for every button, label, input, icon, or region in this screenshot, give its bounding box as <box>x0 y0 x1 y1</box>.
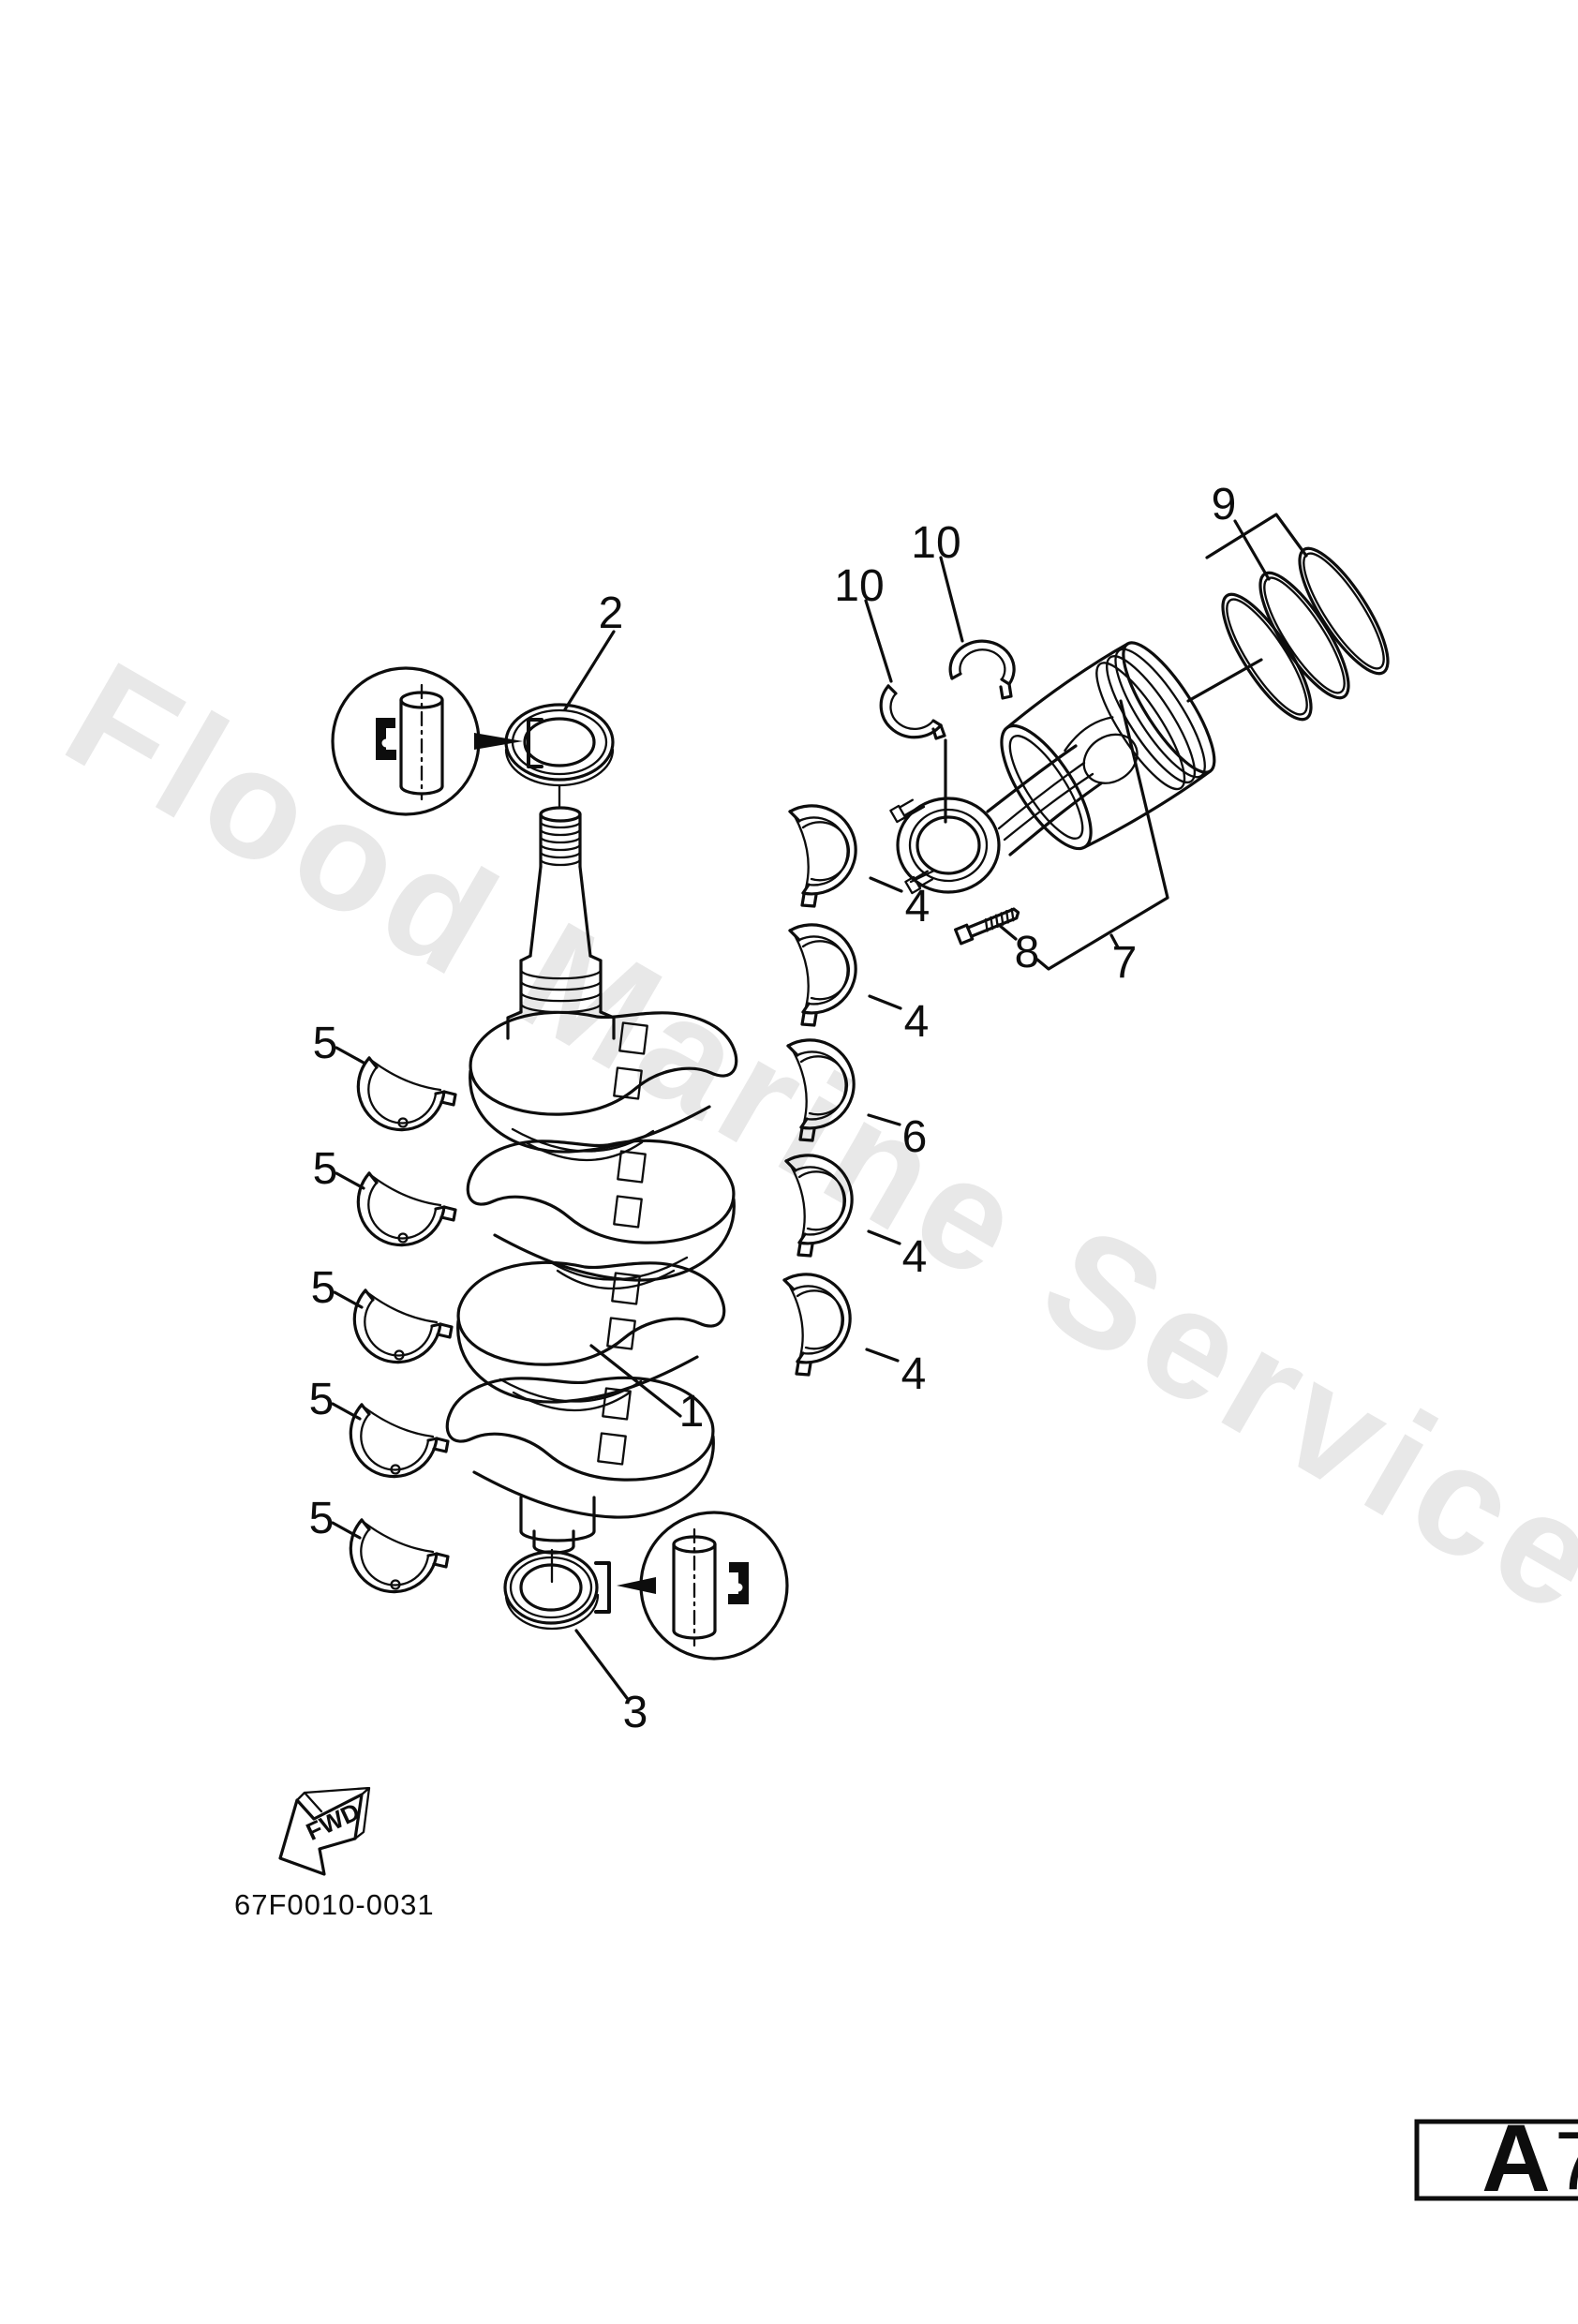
page-badge-letter: A <box>1481 2105 1551 2212</box>
callout-label: 4 <box>904 997 930 1047</box>
crankshaft-drawing <box>445 806 738 1584</box>
oil-seal-3 <box>503 1550 600 1631</box>
drawing-code: 67F0010-0031 <box>234 1888 435 1921</box>
piston-assembly <box>889 546 1390 946</box>
inset-detail-bottom <box>594 1511 789 1661</box>
oil-seal-icon <box>376 718 396 760</box>
oil-seal-icon <box>728 1562 749 1604</box>
leader-lines <box>331 513 1308 1700</box>
pointer-arrow-icon <box>617 1577 656 1594</box>
cylinder-icon <box>672 1527 717 1647</box>
callout-label: 4 <box>902 1232 928 1282</box>
thrust-ring-pieces <box>879 639 1016 740</box>
callouts: 2 10 10 9 4 4 6 4 4 8 7 5 5 5 5 5 1 3 <box>309 480 1237 1737</box>
oil-seal-2 <box>504 703 615 808</box>
callout-label: 5 <box>309 1375 335 1424</box>
callout-label: 5 <box>311 1263 336 1313</box>
callout-label: 10 <box>834 561 884 611</box>
grouping-bracket <box>527 718 543 768</box>
callout-label: 9 <box>1212 480 1237 529</box>
fwd-arrow: FWD <box>278 1786 371 1876</box>
inset-detail-top <box>331 666 543 816</box>
callout-label: 4 <box>901 1349 927 1399</box>
rod-bolt <box>954 907 1020 946</box>
callout-label: 10 <box>911 518 960 568</box>
callout-label: 5 <box>313 1019 338 1068</box>
piston-rings <box>1221 546 1390 722</box>
callout-label: 3 <box>623 1688 648 1737</box>
callout-label: 5 <box>313 1144 338 1194</box>
pointer-arrow-icon <box>474 733 523 750</box>
watermark-text: Flood Marine Services <box>40 629 1578 1697</box>
callout-label: 6 <box>902 1112 928 1162</box>
callout-label: 7 <box>1112 938 1138 988</box>
main-bearing-column-left <box>349 1056 457 1594</box>
callout-label: 5 <box>309 1494 335 1543</box>
callout-label: 8 <box>1015 928 1040 977</box>
page-badge: A 7 <box>1414 2105 1578 2212</box>
connecting-rod <box>889 744 1103 895</box>
page-badge-number: 7 <box>1555 2114 1578 2207</box>
callout-label: 4 <box>905 882 930 931</box>
grouping-bracket <box>594 1561 611 1614</box>
cylinder-icon <box>399 683 444 801</box>
callout-label: 2 <box>599 588 624 638</box>
piston <box>1000 641 1216 851</box>
callout-label: 1 <box>679 1387 705 1437</box>
